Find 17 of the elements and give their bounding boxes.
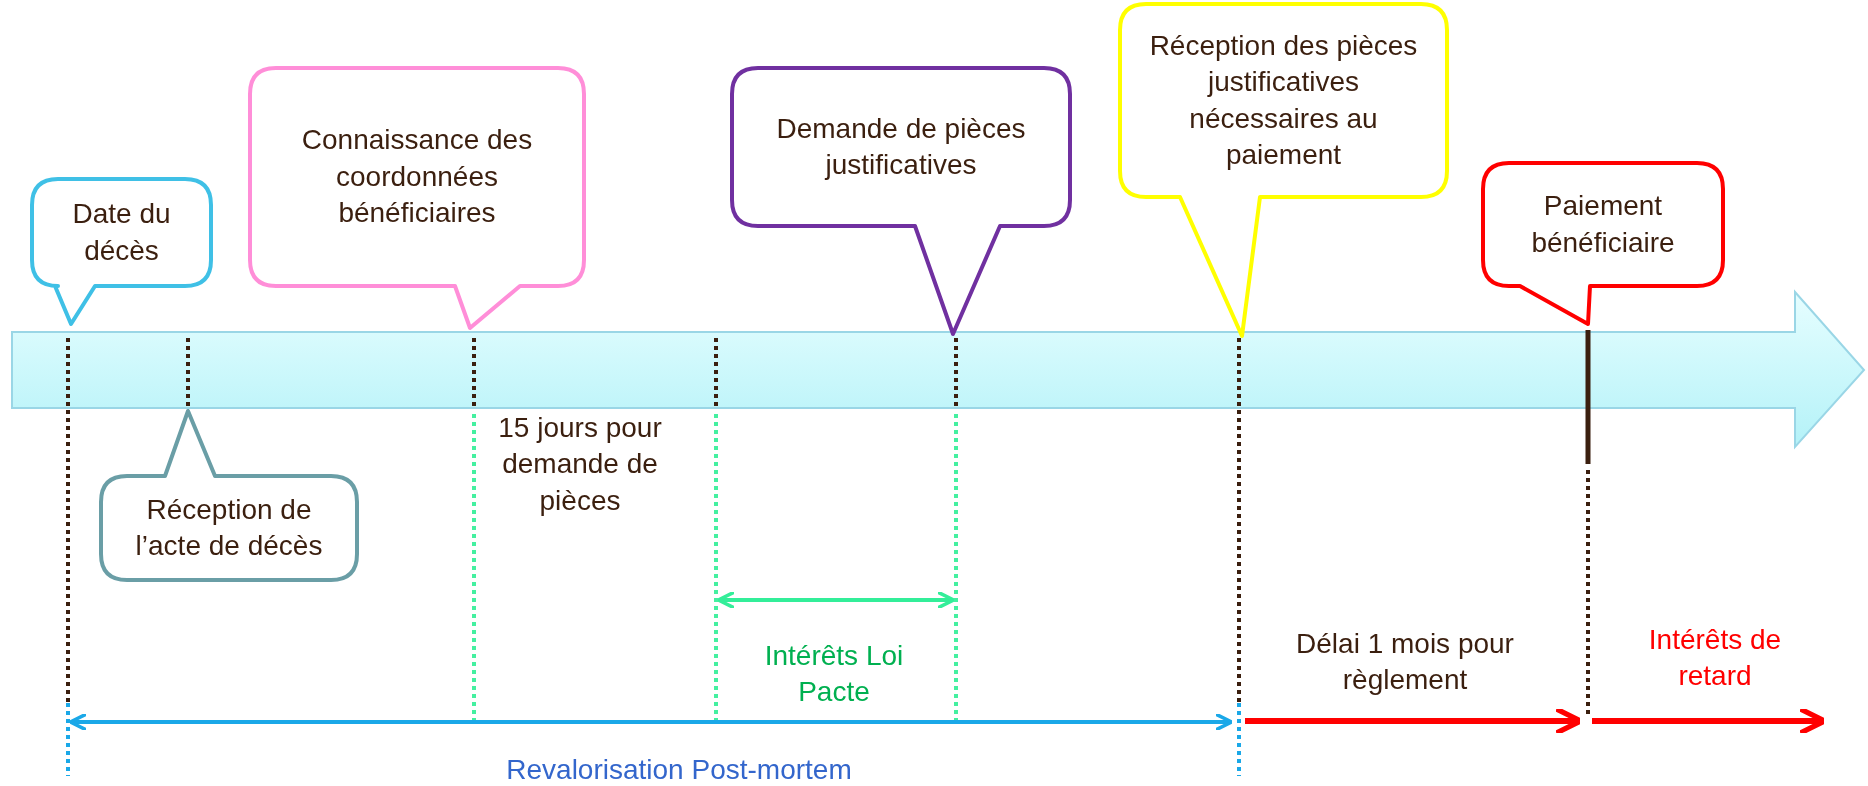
callout-bubble: [29, 176, 214, 327]
callout-text: Demande de pièces justificatives: [775, 111, 1027, 182]
callout-text: Réception de l’acte de décès: [134, 492, 324, 563]
callout-bubble: [98, 408, 360, 583]
period-label: 15 jours pour demande de pièces: [497, 411, 663, 518]
callout-bubble: [1117, 1, 1450, 339]
period-label: Délai 1 mois pour règlement: [1295, 627, 1515, 698]
callout-bubble: [729, 65, 1073, 337]
callout-text: Paiement bénéficiaire: [1530, 189, 1676, 260]
period-label: Intérêts Loi Pacte: [763, 639, 905, 710]
callout-bubble: [247, 65, 587, 331]
callout-bubble: [1480, 160, 1726, 327]
period-label: Intérêts de retard: [1647, 623, 1783, 694]
period-label: Revalorisation Post-mortem: [505, 753, 853, 786]
callout-text: Date du décès: [71, 197, 172, 268]
callout-text: Réception des pièces justificatives nécessaires au paiement: [1148, 28, 1419, 172]
callout-text: Connaissance des coordonnées bénéficiaires: [300, 123, 534, 231]
